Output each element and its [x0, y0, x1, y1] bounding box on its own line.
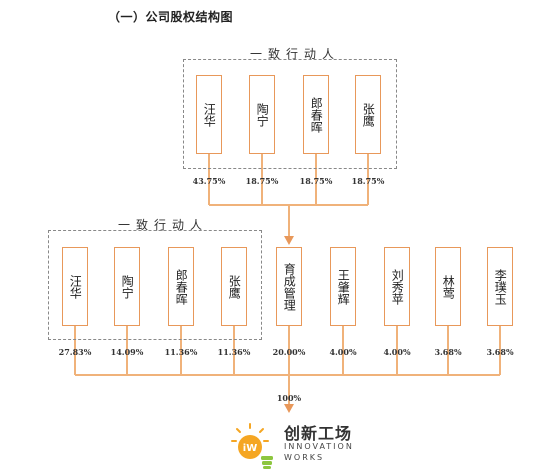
logo-english-name: INNOVATION WORKS	[284, 441, 354, 463]
other-share-percent: 3.68%	[486, 347, 514, 357]
total-share-percent: 100%	[276, 393, 302, 403]
other-shareholder-box: 李璞玉	[487, 247, 513, 326]
logo-badge-text: iW	[243, 443, 257, 454]
other-share-percent: 4.00%	[329, 347, 357, 357]
top-shareholder-box: 汪华	[196, 75, 222, 154]
top-share-percent: 18.75%	[299, 176, 333, 186]
other-share-percent: 20.00%	[272, 347, 306, 357]
top-group-label: 一致行动人	[250, 47, 341, 61]
bottom-shareholder-box: 张鹰	[221, 247, 247, 326]
bottom-shareholder-box: 郎春晖	[168, 247, 194, 326]
bottom-concert-group	[48, 230, 262, 340]
page-title: （一）公司股权结构图	[108, 10, 234, 24]
innovation-works-logo: iW 创新工场 INNOVATION WORKS	[228, 420, 368, 470]
top-shareholder-box: 郎春晖	[303, 75, 329, 154]
other-shareholder-box: 王肇辉	[330, 247, 356, 326]
other-share-percent: 3.68%	[434, 347, 462, 357]
bottom-share-percent: 11.36%	[164, 347, 198, 357]
other-share-percent: 4.00%	[383, 347, 411, 357]
top-shareholder-box: 陶宁	[249, 75, 275, 154]
logo-english-line2: WORKS	[284, 453, 325, 462]
bottom-share-percent: 11.36%	[217, 347, 251, 357]
bottom-shareholder-box: 汪华	[62, 247, 88, 326]
top-concert-group	[183, 59, 397, 169]
bottom-share-percent: 14.09%	[110, 347, 144, 357]
bottom-share-percent: 27.83%	[58, 347, 92, 357]
bottom-shareholder-box: 陶宁	[114, 247, 140, 326]
other-shareholder-box: 育成管理	[276, 247, 302, 326]
other-shareholder-box: 林莺	[435, 247, 461, 326]
lightbulb-logo-icon: iW	[231, 423, 273, 469]
bottom-group-label: 一致行动人	[118, 218, 209, 232]
top-share-percent: 43.75%	[192, 176, 226, 186]
top-share-percent: 18.75%	[245, 176, 279, 186]
other-shareholder-box: 刘秀苹	[384, 247, 410, 326]
top-share-percent: 18.75%	[351, 176, 385, 186]
top-shareholder-box: 张鹰	[355, 75, 381, 154]
logo-english-line1: INNOVATION	[284, 442, 354, 451]
logo-chinese-name: 创新工场	[284, 424, 353, 443]
